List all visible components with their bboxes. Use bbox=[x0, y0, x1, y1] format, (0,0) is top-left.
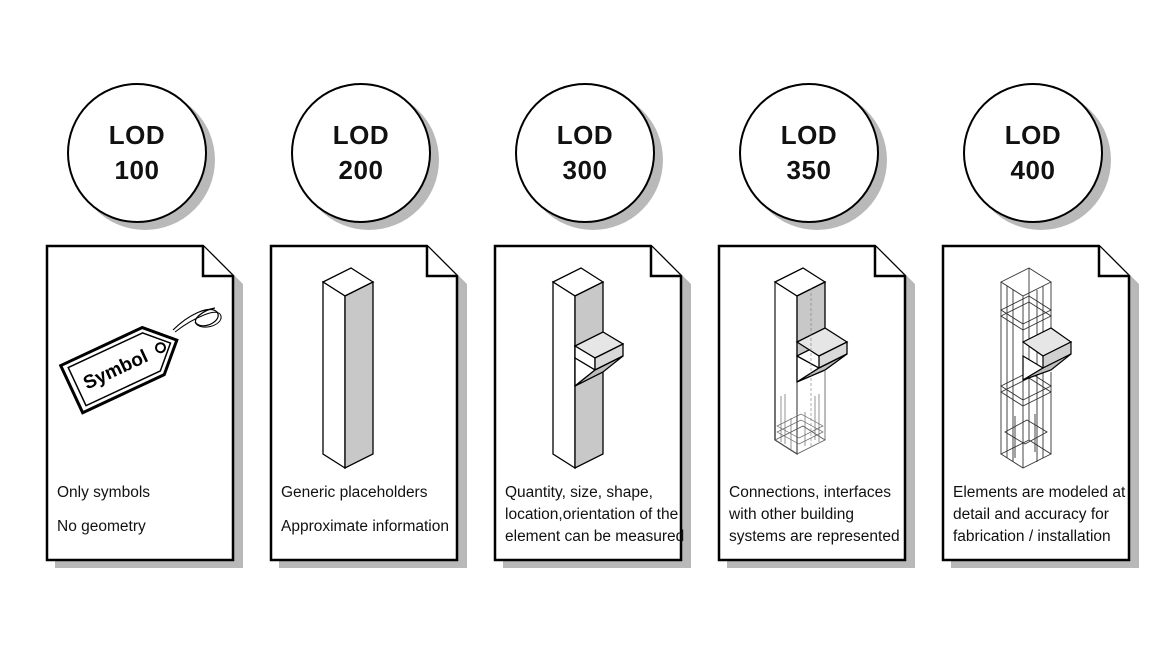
lod-200-desc-line-1: Generic placeholders bbox=[281, 484, 428, 501]
lod-100-desc-line-3: No geometry bbox=[57, 518, 146, 535]
lod-200-desc-line-3: Approximate information bbox=[281, 518, 449, 535]
lod-200-label: LOD bbox=[332, 120, 390, 150]
lod-300-desc-line-3: element can be measured bbox=[505, 528, 685, 545]
lod-300-desc-line-1: Quantity, size, shape, bbox=[505, 484, 653, 501]
lod-300-number: 300 bbox=[562, 155, 608, 185]
lod-400-number: 400 bbox=[1010, 155, 1056, 185]
lod-400-desc-line-2: detail and accuracy for bbox=[953, 506, 1109, 523]
lod-400-badge: LOD 400 bbox=[963, 83, 1103, 223]
lod-300-desc-line-2: location,orientation of the bbox=[505, 506, 679, 523]
lod-300-label: LOD bbox=[556, 120, 614, 150]
lod-350-badge: LOD 350 bbox=[739, 83, 879, 223]
lod-100-description: Only symbols No geometry bbox=[57, 482, 242, 538]
connected-column-icon bbox=[773, 267, 849, 456]
lod-400-label: LOD bbox=[1004, 120, 1062, 150]
lod-200-document: Generic placeholders Approximate informa… bbox=[269, 244, 467, 568]
lod-100-badge: LOD 100 bbox=[67, 83, 207, 223]
lod-200-column: LOD 200 Generic placeholders Approximate… bbox=[269, 0, 495, 662]
lod-400-column: LOD 400 bbox=[941, 0, 1167, 662]
lod-100-label: LOD bbox=[108, 120, 166, 150]
lod-400-desc-line-1: Elements are modeled at bbox=[953, 484, 1126, 501]
lod-350-desc-line-3: systems are represented bbox=[729, 528, 900, 545]
symbol-tag-icon: Symbol bbox=[58, 307, 222, 415]
lod-100-desc-line-1: Only symbols bbox=[57, 484, 151, 501]
lod-400-document: Elements are modeled at detail and accur… bbox=[941, 244, 1139, 568]
document-sheet-icon bbox=[717, 244, 915, 568]
lod-200-description: Generic placeholders Approximate informa… bbox=[281, 482, 466, 538]
lod-350-number: 350 bbox=[786, 155, 832, 185]
lod-100-column: LOD 100 Symbol Only symbols No geometry bbox=[45, 0, 271, 662]
lod-300-description: Quantity, size, shape, location,orientat… bbox=[505, 482, 690, 548]
lod-300-badge: LOD 300 bbox=[515, 83, 655, 223]
lod-350-column: LOD 350 bbox=[717, 0, 943, 662]
lod-350-document: Connections, interfaces with other build… bbox=[717, 244, 915, 568]
lod-200-number: 200 bbox=[338, 155, 384, 185]
lod-350-description: Connections, interfaces with other build… bbox=[729, 482, 914, 548]
lod-350-desc-line-2: with other building bbox=[729, 506, 854, 523]
lod-300-column: LOD 300 Quantity, size, shape, location,… bbox=[493, 0, 719, 662]
lod-400-desc-line-3: fabrication / installation bbox=[953, 528, 1111, 545]
lod-350-label: LOD bbox=[780, 120, 838, 150]
lod-350-desc-line-1: Connections, interfaces bbox=[729, 484, 891, 501]
lod-100-number: 100 bbox=[114, 155, 160, 185]
lod-200-badge: LOD 200 bbox=[291, 83, 431, 223]
document-sheet-icon bbox=[941, 244, 1139, 568]
placeholder-column-icon bbox=[321, 267, 375, 470]
detailed-column-icon bbox=[1000, 267, 1073, 469]
lod-100-document: Symbol Only symbols No geometry bbox=[45, 244, 243, 568]
corbel-column-icon bbox=[551, 267, 625, 470]
lod-300-document: Quantity, size, shape, location,orientat… bbox=[493, 244, 691, 568]
lod-400-description: Elements are modeled at detail and accur… bbox=[953, 482, 1138, 548]
